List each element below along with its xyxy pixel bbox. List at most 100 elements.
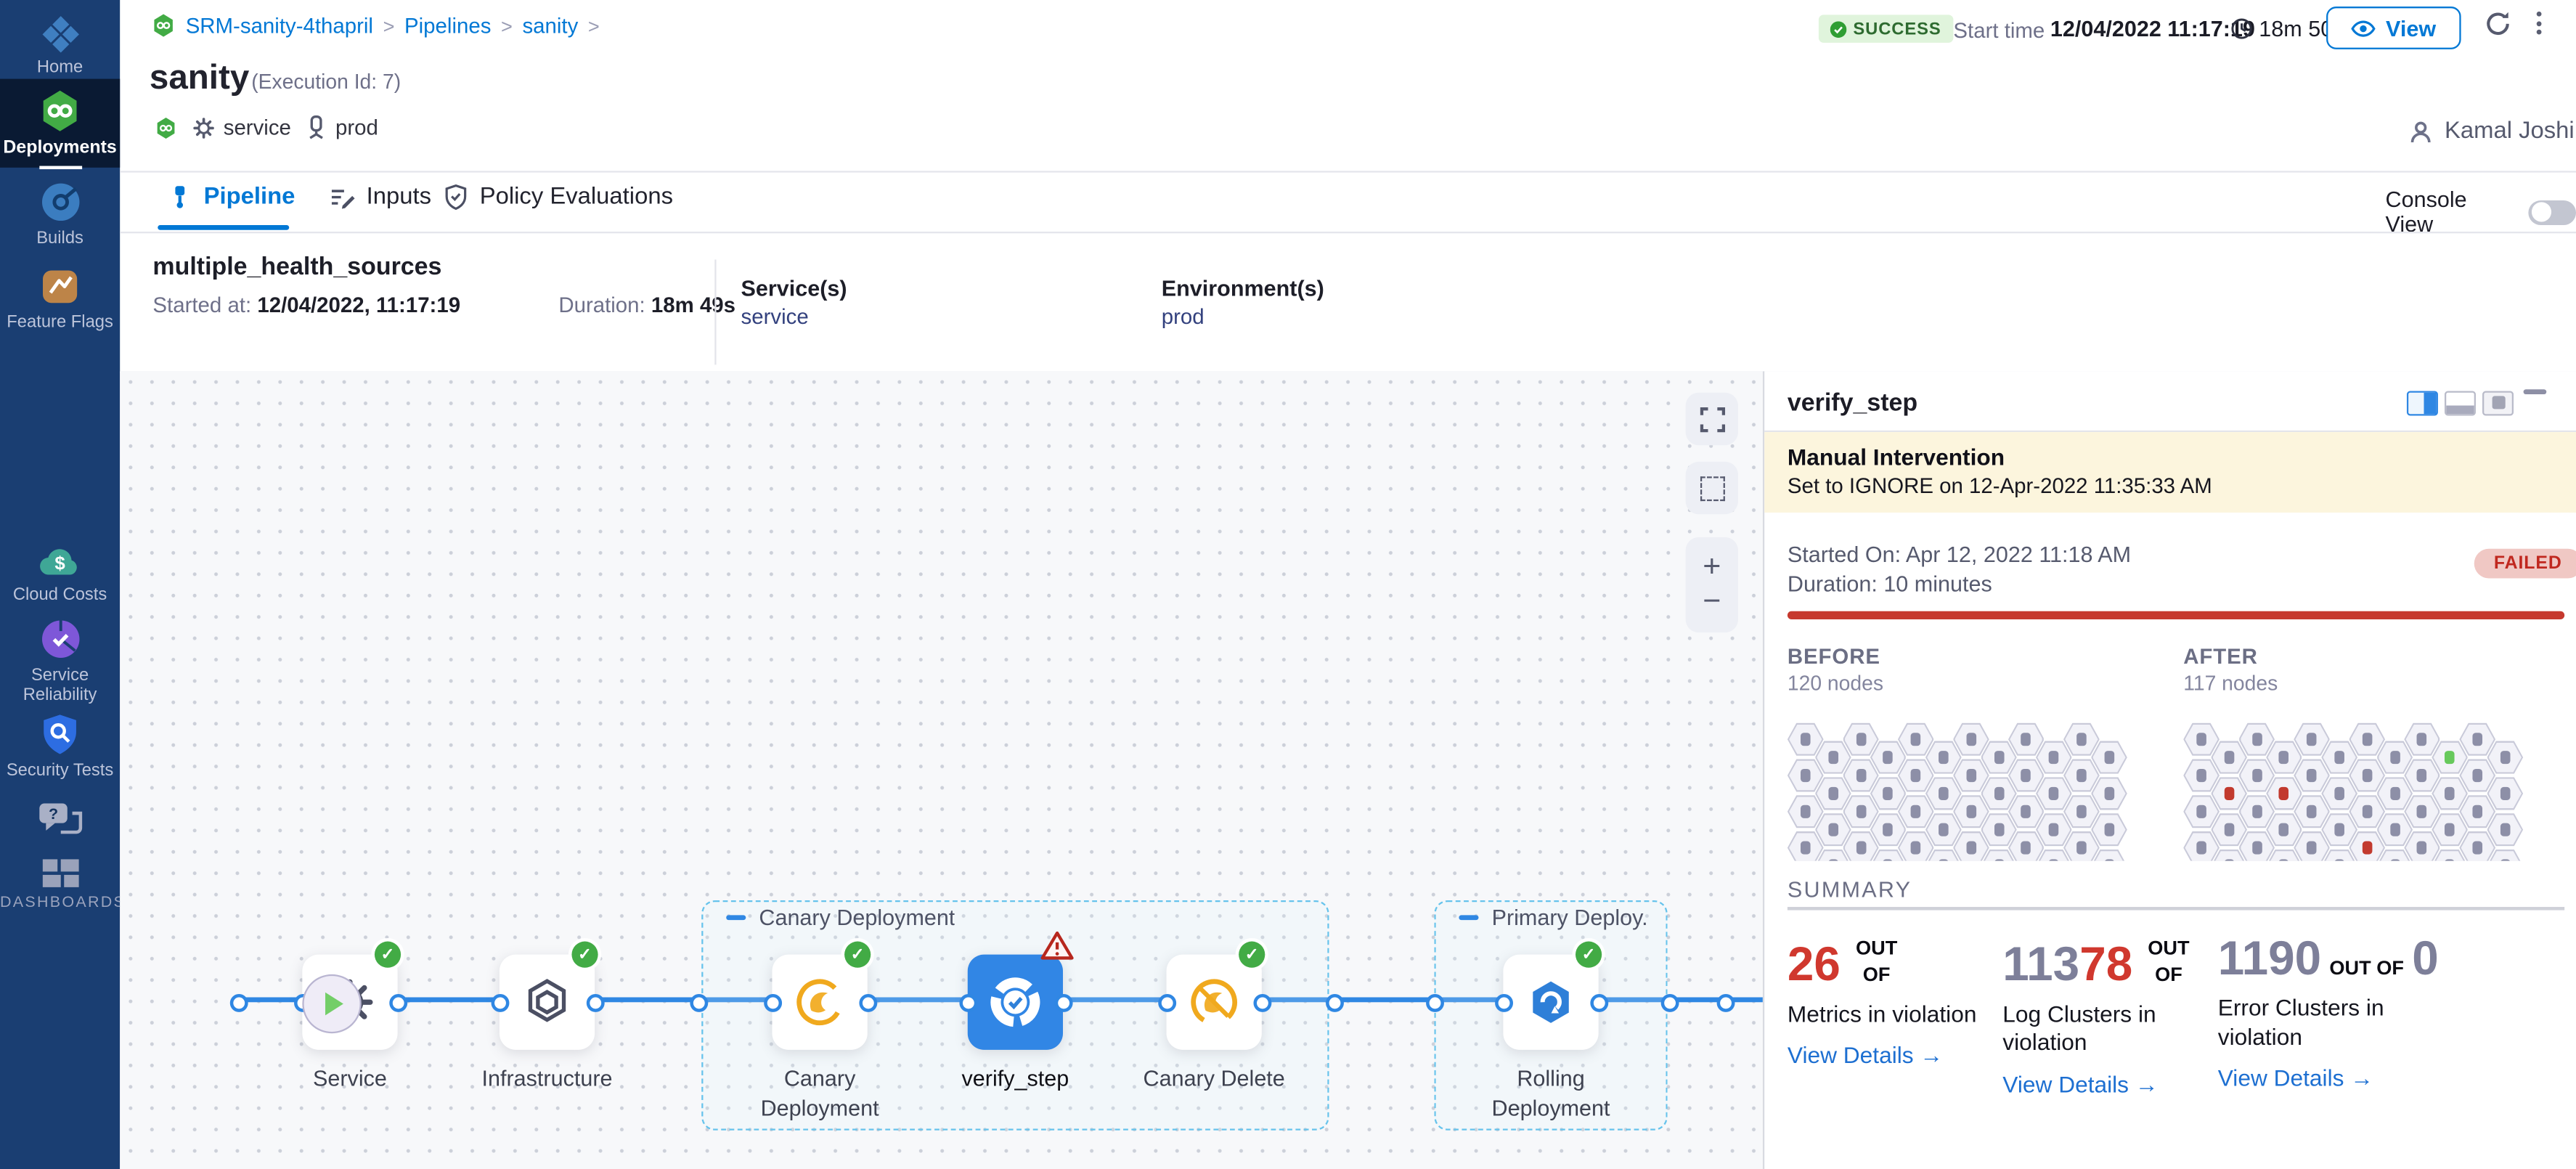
hex-node-dot — [2307, 768, 2317, 783]
success-badge-icon: ✓ — [844, 941, 871, 968]
layout-right-split-icon[interactable] — [2406, 391, 2438, 416]
step-started-on: Started On: Apr 12, 2022 11:18 AM — [1787, 542, 2132, 567]
sidebar-item-deployments[interactable]: Deployments — [0, 78, 121, 169]
environment-tag[interactable]: prod — [306, 115, 378, 139]
node-hex-cell — [1842, 759, 1879, 792]
breadcrumb-pipeline-link[interactable]: sanity — [522, 13, 579, 38]
view-button[interactable]: View — [2326, 7, 2461, 49]
node-hex-cell — [2008, 759, 2045, 792]
refresh-icon[interactable] — [2484, 10, 2511, 38]
hex-node-dot — [2417, 768, 2427, 783]
sidebar-item-builds[interactable]: Builds — [0, 171, 120, 248]
run-started: Started at: 12/04/2022, 11:17:19 — [152, 292, 461, 317]
active-item-underline — [38, 165, 82, 169]
environments-value[interactable]: prod — [1161, 304, 1205, 329]
execution-id: (Execution Id: 7) — [251, 70, 402, 94]
verify-node-icon — [987, 974, 1043, 1030]
hex-node-dot — [2021, 841, 2031, 855]
hex-node-dot — [2362, 805, 2372, 818]
hex-node-dot — [2224, 751, 2234, 765]
collapse-dash-icon[interactable] — [726, 915, 746, 921]
hex-node-dot — [1939, 751, 1949, 765]
tab-policy-evaluations[interactable]: Policy Evaluations — [444, 184, 673, 211]
node-hex-cell — [1814, 849, 1851, 861]
pipeline-node-rolling-deployment[interactable] — [1503, 954, 1599, 1050]
sidebar-item-dashboards[interactable]: DASHBOARDS — [0, 848, 124, 914]
hex-node-dot — [1855, 805, 1866, 818]
sidebar-item-label: Service Reliability — [23, 665, 97, 705]
connector-dot — [1253, 993, 1272, 1012]
tab-inputs-label: Inputs — [366, 184, 431, 211]
kebab-menu-icon[interactable] — [2533, 8, 2545, 38]
console-view-toggle[interactable] — [2528, 199, 2576, 224]
breadcrumb-pipelines-link[interactable]: Pipelines — [404, 13, 492, 38]
rolling-node-icon — [1526, 977, 1576, 1027]
node-hex-cell — [2063, 759, 2100, 792]
sidebar-item-feature-flags[interactable]: Feature Flags — [0, 256, 120, 332]
connector-dot — [1054, 993, 1073, 1012]
hex-node-dot — [1800, 768, 1811, 783]
hex-node-dot — [2472, 841, 2483, 855]
pipeline-node-canary-deployment[interactable] — [772, 954, 868, 1050]
pipeline-start-node[interactable] — [302, 974, 362, 1034]
manual-intervention-notice: Manual Intervention Set to IGNORE on 12-… — [1764, 432, 2576, 513]
hex-node-dot — [1800, 841, 1811, 855]
user-chip[interactable]: Kamal Joshi — [2408, 118, 2575, 144]
zoom-in-button[interactable]: + — [1703, 550, 1721, 585]
breadcrumb-project-link[interactable]: SRM-sanity-4thapril — [185, 13, 374, 38]
hex-fill — [2267, 851, 2301, 861]
panel-minimize-icon[interactable] — [2523, 389, 2547, 395]
node-hex-cell — [2008, 722, 2045, 756]
sidebar-item-security-tests[interactable]: Security Tests — [0, 703, 120, 781]
run-duration: Duration: 18m 49s — [558, 292, 736, 317]
node-hex-cell — [2321, 777, 2358, 810]
canvas-select-button[interactable] — [1685, 461, 1738, 515]
layout-bottom-split-icon[interactable] — [2444, 391, 2476, 416]
pipeline-node-canary-delete[interactable] — [1166, 954, 1262, 1050]
hex-node-dot — [2472, 733, 2483, 746]
node-hex-cell — [2376, 813, 2413, 847]
hex-fill — [2433, 851, 2466, 861]
node-hex-cell — [1952, 722, 1989, 756]
tab-inputs[interactable]: Inputs — [330, 184, 431, 211]
hex-fill — [1927, 851, 1960, 861]
violation-count: 78 — [2079, 939, 2133, 992]
hex-node-dot — [1827, 751, 1838, 765]
view-details-link[interactable]: View Details → — [2002, 1070, 2159, 1097]
hex-node-dot — [1994, 786, 2004, 800]
hex-node-dot — [2076, 768, 2087, 783]
services-value[interactable]: service — [741, 304, 809, 329]
view-details-link[interactable]: View Details → — [2217, 1064, 2373, 1091]
zoom-out-button[interactable]: − — [1703, 584, 1721, 620]
hex-node-dot — [2251, 805, 2262, 818]
hex-node-dot — [2196, 841, 2206, 855]
sidebar-item-cloud-costs[interactable]: $Cloud Costs — [0, 532, 120, 608]
hex-node-dot — [2224, 823, 2234, 836]
hex-node-dot — [2334, 751, 2344, 765]
node-hex-cell — [2349, 759, 2386, 792]
pipeline-node-infrastructure[interactable] — [499, 954, 595, 1050]
service-tag[interactable]: service — [192, 115, 291, 139]
collapse-dash-icon[interactable] — [1459, 915, 1479, 921]
tab-pipeline[interactable]: Pipeline — [168, 184, 295, 211]
hex-node-dot — [1800, 733, 1811, 746]
layout-floating-icon[interactable] — [2482, 391, 2514, 416]
canvas-expand-button[interactable] — [1685, 392, 1738, 446]
pipeline-node-verify_step[interactable] — [967, 954, 1064, 1050]
status-badge-label: SUCCESS — [1853, 19, 1941, 39]
sidebar-help-item[interactable]: ? — [0, 792, 120, 848]
sidebar-item-home[interactable]: Home — [0, 4, 120, 77]
node-hex-cell — [2321, 741, 2358, 774]
notice-title: Manual Intervention — [1787, 443, 2005, 471]
step-duration: Duration: 10 minutes — [1787, 571, 1992, 597]
hex-node-dot — [1994, 823, 2004, 836]
node-hex-cell — [1814, 741, 1851, 774]
sidebar-item-service-reliability[interactable]: Service Reliability — [0, 608, 120, 705]
node-hex-cell — [2211, 849, 2247, 861]
view-details-link[interactable]: View Details → — [1787, 1041, 1944, 1069]
node-hex-cell — [2035, 741, 2072, 774]
node-hex-cell — [2211, 741, 2247, 774]
